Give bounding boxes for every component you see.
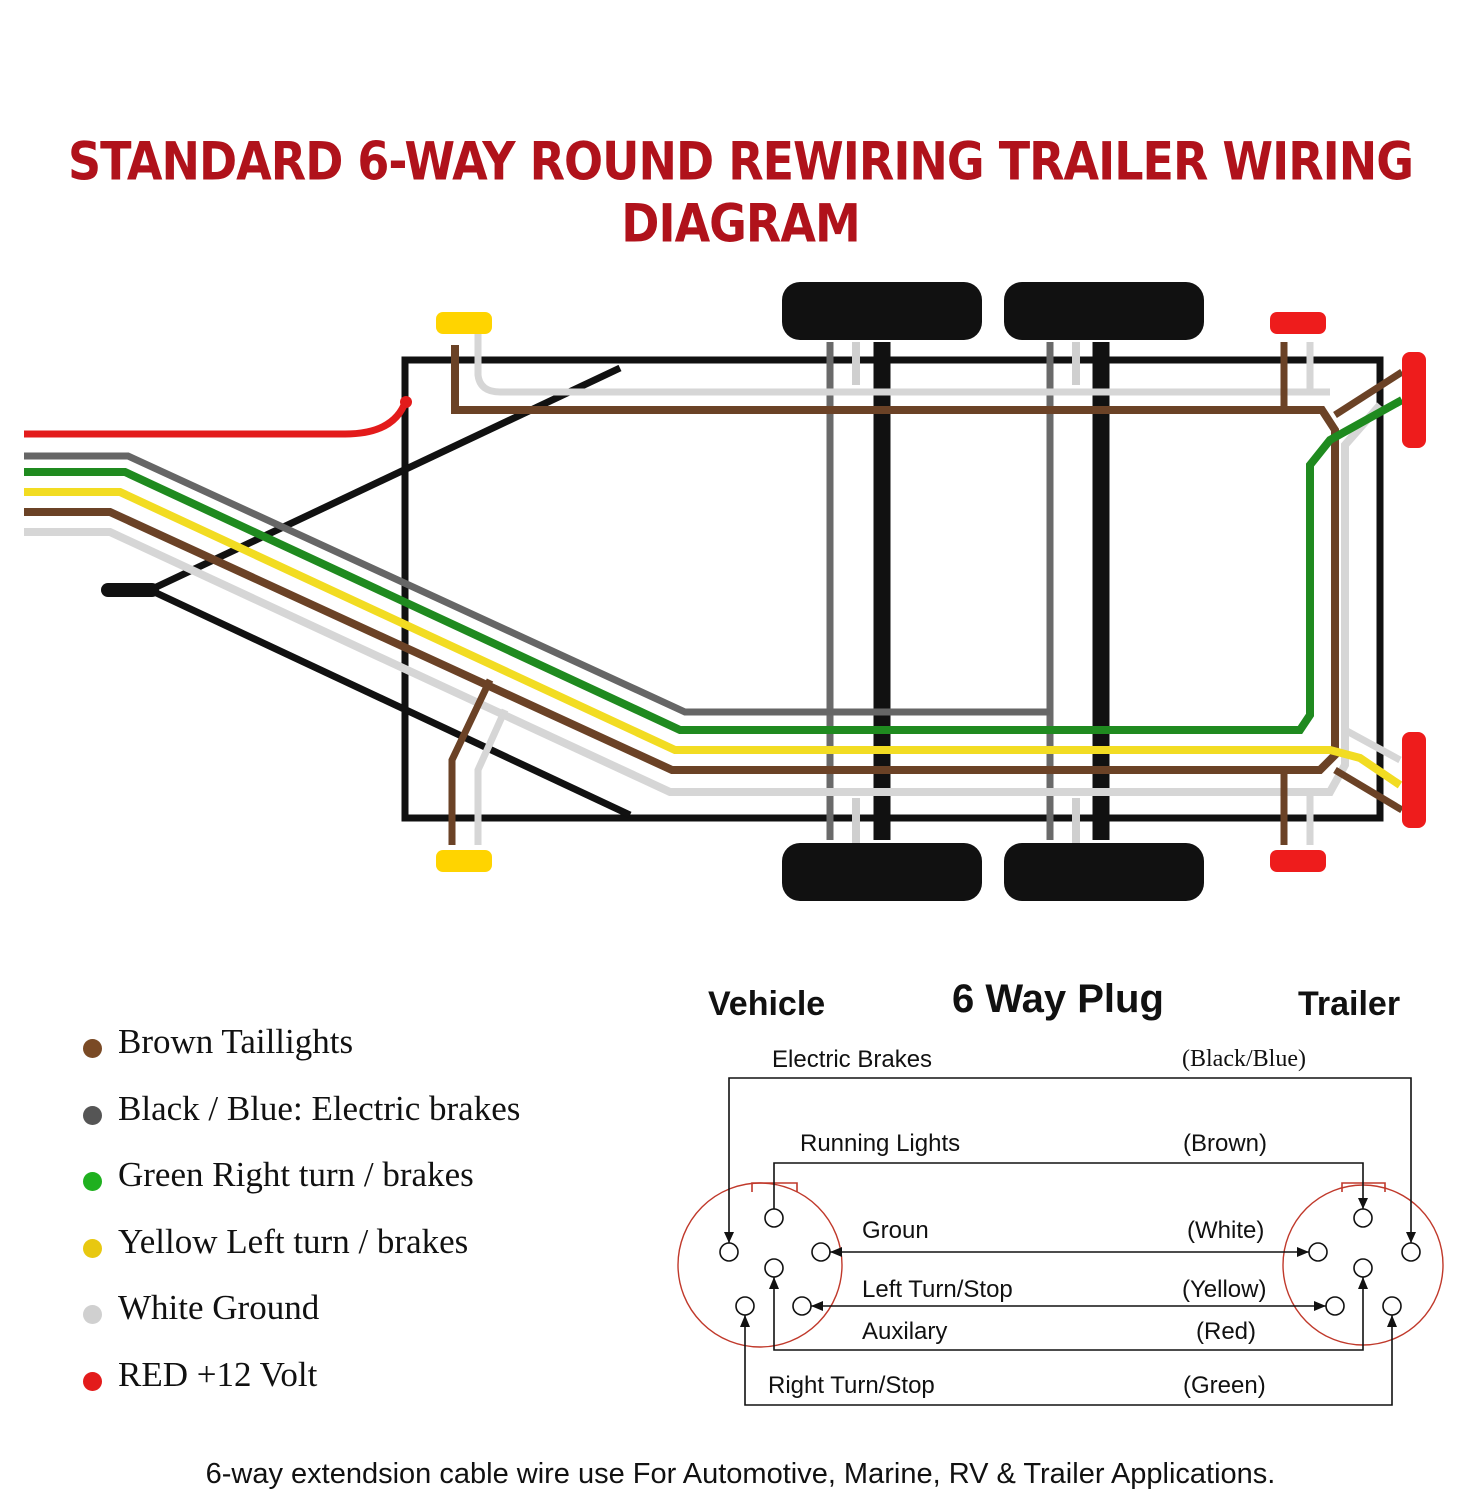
wire-name-ground: Groun	[862, 1217, 929, 1244]
gray-brake-wire	[24, 452, 1050, 716]
red-12v-wire	[24, 398, 410, 438]
trailer-pin	[1353, 1258, 1373, 1278]
trailer-pin	[1401, 1242, 1421, 1262]
plug-title: 6 Way Plug	[952, 977, 1164, 1021]
wire-name-right-turn: Right Turn/Stop	[768, 1372, 935, 1399]
wire-color-ground: (White)	[1187, 1217, 1265, 1244]
red-wire-terminal	[400, 396, 412, 408]
arrow-icon	[1358, 1277, 1368, 1289]
white-to-tail-bottom	[1343, 726, 1402, 764]
plug-schematic	[677, 1077, 1444, 1406]
gray-dot-icon	[83, 1105, 102, 1125]
brown-front-bottom	[448, 678, 494, 845]
vehicle-pin	[792, 1296, 812, 1316]
arrow-icon	[811, 1301, 823, 1311]
marker-light-front-bottom	[436, 850, 492, 872]
brown-dot-icon	[83, 1039, 102, 1058]
legend-label: White Ground	[118, 1288, 320, 1327]
marker-light-rear-top	[1270, 312, 1326, 334]
vehicle-plug-outline	[677, 1182, 843, 1348]
brown-to-tail-bottom	[1333, 766, 1404, 814]
wire-name-running-lights: Running Lights	[800, 1130, 961, 1157]
wire-name-auxiliary: Auxilary	[862, 1318, 948, 1345]
tail-light-bottom	[1402, 732, 1426, 828]
legend-label: RED +12 Volt	[118, 1354, 318, 1394]
legend-label: Black / Blue: Electric brakes	[118, 1088, 521, 1128]
plug-arrows	[724, 1198, 1416, 1327]
right-turn-line	[744, 1315, 1393, 1406]
trailer-pin	[1308, 1242, 1328, 1262]
trailer-pin	[1325, 1296, 1345, 1316]
wire-color-running-lights: (Brown)	[1183, 1130, 1268, 1157]
tail-light-top	[1402, 352, 1426, 448]
brown-to-tail-top	[1333, 369, 1404, 418]
arrow-icon	[830, 1247, 842, 1257]
auxiliary-line	[773, 1277, 1364, 1351]
white-front-bottom	[474, 708, 509, 845]
arrow-icon	[1358, 1198, 1368, 1209]
white-dot-icon	[83, 1305, 102, 1324]
legend-label: Yellow Left turn / brakes	[118, 1221, 469, 1261]
wheel-top-rear	[1004, 282, 1204, 340]
legend-label: Green Right turn / brakes	[118, 1155, 474, 1194]
arrow-icon	[1387, 1315, 1397, 1327]
trailer-frame	[401, 356, 1384, 822]
wire-color-right-turn: (Green)	[1183, 1372, 1266, 1399]
tongue-upper-bar	[148, 364, 622, 594]
legend-label: Brown Taillights	[118, 1022, 354, 1061]
wire-color-electric-brakes: (Black/Blue)	[1182, 1046, 1306, 1072]
wheel-top-front	[782, 282, 982, 340]
diagram-title: STANDARD 6-WAY ROUND REWIRING TRAILER WI…	[67, 129, 1414, 255]
vehicle-pin	[764, 1208, 784, 1228]
wheel-bottom-front	[782, 843, 982, 901]
arrow-icon	[1314, 1301, 1326, 1311]
vehicle-pin	[764, 1258, 784, 1278]
wheel-bottom-rear	[1004, 843, 1204, 901]
arrow-icon	[1406, 1232, 1416, 1243]
tongue-lower-bar	[148, 586, 632, 819]
marker-light-rear-bottom	[1270, 850, 1326, 872]
green-right-turn-wire	[24, 396, 1404, 734]
arrow-icon	[1297, 1247, 1309, 1257]
vehicle-pin	[719, 1242, 739, 1262]
vehicle-label: Vehicle	[708, 985, 826, 1023]
wire-name-electric-brakes: Electric Brakes	[772, 1046, 933, 1073]
arrow-icon	[769, 1277, 779, 1289]
yellow-left-turn-wire	[24, 488, 1403, 789]
trailer-label: Trailer	[1298, 985, 1401, 1023]
green-dot-icon	[83, 1172, 102, 1191]
wire-color-left-turn: (Yellow)	[1182, 1276, 1267, 1303]
white-ground-wire	[24, 402, 1384, 796]
red-dot-icon	[83, 1371, 102, 1391]
yellow-dot-icon	[83, 1238, 102, 1258]
running-lights-line	[773, 1162, 1364, 1209]
trailer-pin	[1353, 1208, 1373, 1228]
vehicle-pin	[811, 1242, 831, 1262]
arrow-icon	[724, 1232, 734, 1243]
marker-light-front-top	[436, 312, 492, 334]
white-front-top	[474, 330, 1330, 396]
wire-color-auxiliary: (Red)	[1196, 1318, 1257, 1345]
arrow-icon	[740, 1315, 750, 1327]
footer-caption: 6-way extendsion cable wire use For Auto…	[205, 1458, 1276, 1490]
vehicle-pin	[735, 1296, 755, 1316]
trailer-pin	[1382, 1296, 1402, 1316]
electric-brakes-line	[728, 1077, 1412, 1243]
wire-name-left-turn: Left Turn/Stop	[862, 1276, 1013, 1303]
